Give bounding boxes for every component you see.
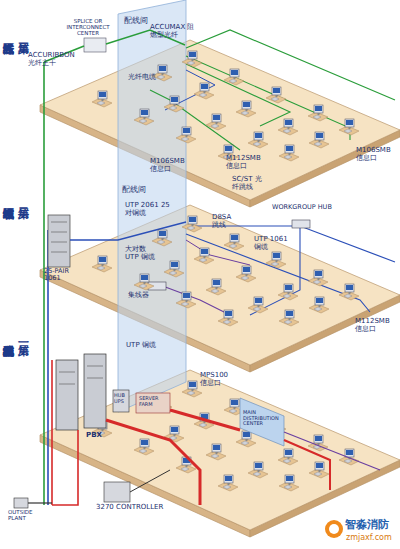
copper-cable bbox=[70, 222, 186, 240]
callout-label: PBX bbox=[86, 432, 102, 440]
callout-label: M106SMB 信息口 bbox=[150, 158, 190, 173]
copper-cable bbox=[186, 240, 250, 265]
workgroup-hub bbox=[292, 220, 310, 228]
watermark-logo bbox=[325, 520, 343, 538]
callout-label: MPS100 信息口 bbox=[200, 372, 234, 387]
watermark-logo bbox=[329, 524, 339, 534]
callout-label: UTP 2061 25 对铜缆 bbox=[125, 202, 170, 217]
callout-label: ACCUMAX 阻燃型光纤 bbox=[150, 24, 200, 39]
controller-cable bbox=[130, 470, 170, 492]
callout-label: MAIN DISTRIBUTION CENTER bbox=[243, 410, 283, 427]
callout-label: HUB UPS bbox=[114, 393, 128, 404]
callout-label: 配线间 bbox=[124, 17, 148, 26]
splice-center bbox=[84, 38, 106, 52]
floor-plate bbox=[0, 20, 400, 210]
main-distribution-panel bbox=[240, 398, 284, 446]
patch-rack bbox=[48, 215, 70, 267]
callout-label: zmjaxf.com bbox=[346, 534, 392, 543]
controller-box bbox=[104, 482, 130, 502]
copper-riser bbox=[51, 360, 53, 505]
fiber-cable bbox=[150, 90, 240, 150]
rack-slot bbox=[51, 222, 67, 223]
outside-plant-box bbox=[14, 498, 28, 508]
callout-label: 光纤电缆 bbox=[128, 74, 156, 82]
callout-label: D8SA 跳线 bbox=[212, 214, 238, 229]
rack-slot bbox=[59, 384, 75, 385]
pbx-rack bbox=[84, 354, 106, 428]
callout-label: M106SMB 信息口 bbox=[356, 147, 398, 162]
callout-label: 集线器 bbox=[128, 292, 149, 300]
rack-slot bbox=[87, 366, 103, 367]
callout-label: WORKGROUP HUB bbox=[272, 204, 332, 211]
callout-label: SERVER FARM bbox=[139, 396, 167, 407]
floor-band: 第三层光纤区域布线 bbox=[0, 20, 400, 210]
copper-cable bbox=[186, 234, 370, 312]
callout-label: 配线间 bbox=[122, 186, 146, 195]
workstations-middle bbox=[92, 216, 359, 326]
workstations-top bbox=[92, 51, 359, 161]
rack-slot bbox=[51, 232, 67, 233]
fiber-cable bbox=[186, 30, 395, 100]
hub-ups bbox=[113, 390, 129, 412]
rack-slot bbox=[87, 378, 103, 379]
entrance-cable bbox=[28, 502, 52, 503]
floor-surface bbox=[40, 205, 400, 365]
copper-cable bbox=[284, 432, 380, 470]
callout-label: SC/ST 光纤跳线 bbox=[232, 176, 268, 191]
workstations-bottom bbox=[92, 381, 359, 491]
callout-label: UTP 1061 铜缆 bbox=[254, 236, 288, 251]
callout-label: SPLICE OR INTERCONNECT CENTER bbox=[60, 18, 116, 36]
callout-label: 3270 CONTROLLER bbox=[96, 504, 163, 512]
floor-surface bbox=[40, 40, 400, 200]
rack-slot bbox=[51, 242, 67, 243]
callout-label: 大对数 UTP 铜缆 bbox=[125, 246, 161, 261]
fiber-riser bbox=[43, 62, 45, 505]
callout-label: 智淼消防 bbox=[345, 519, 389, 531]
copper-cable bbox=[52, 430, 78, 505]
callout-label: M112SMB 信息口 bbox=[226, 155, 266, 170]
rack-slot bbox=[59, 372, 75, 373]
closet-panel bbox=[118, 0, 186, 412]
callout-label: UTP 铜缆 bbox=[126, 342, 156, 350]
callout-label: OUTSIDE PLANT bbox=[8, 509, 38, 521]
copper-cable bbox=[170, 410, 240, 430]
equipment-rack bbox=[56, 360, 78, 430]
callout-label: M112SMB 信息口 bbox=[355, 318, 397, 333]
callout-label: ACCURIBBON 光纤主干 bbox=[28, 52, 82, 67]
server-farm bbox=[136, 393, 170, 413]
callout-label: 25-PAIR 1061 bbox=[44, 268, 76, 282]
rack-slot bbox=[51, 252, 67, 253]
